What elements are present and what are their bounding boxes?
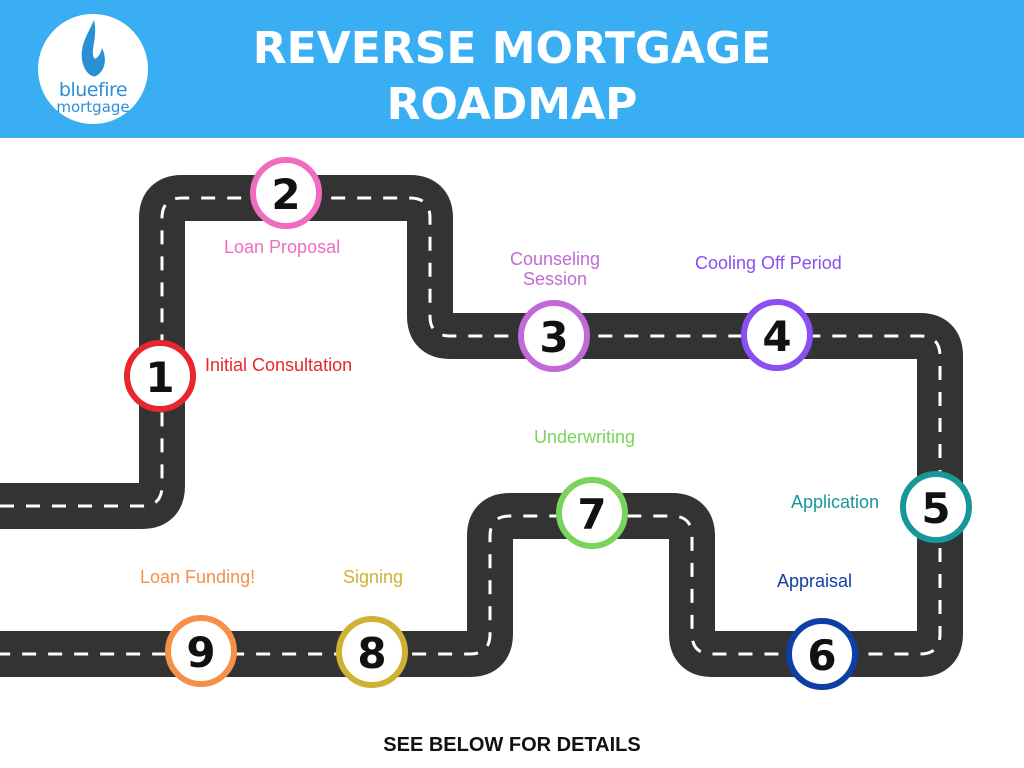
step-number-6: 6: [807, 631, 836, 680]
step-number-5: 5: [921, 484, 950, 533]
step-label-9: Loan Funding!: [140, 567, 256, 587]
page-title-line2: ROADMAP: [386, 79, 638, 130]
step-label-5: Application: [791, 492, 880, 512]
road-center-line: [0, 196, 942, 656]
step-number-4: 4: [762, 312, 791, 361]
logo-subtext: mortgage: [56, 98, 130, 116]
step-label-7: Underwriting: [534, 427, 636, 447]
company-logo[interactable]: bluefire mortgage: [38, 14, 148, 124]
step-label-4: Cooling Off Period: [695, 253, 842, 273]
logo-text-blue: blue: [58, 79, 99, 101]
step-label-6: Appraisal: [777, 571, 853, 591]
footer-cta[interactable]: SEE BELOW FOR DETAILS: [383, 734, 641, 756]
step-number-3: 3: [539, 313, 568, 362]
header-banner: bluefire mortgage REVERSE MORTGAGE ROADM…: [0, 0, 1024, 138]
step-number-1: 1: [145, 353, 174, 402]
logo-wordmark: bluefire: [38, 80, 148, 100]
step-number-2: 2: [271, 170, 300, 219]
logo-text-fire: fire: [98, 79, 128, 101]
step-label-1: Initial Consultation: [205, 355, 353, 375]
step-marker-4[interactable]: 4: [741, 299, 813, 371]
step-number-9: 9: [186, 628, 215, 677]
step-marker-1[interactable]: 1: [124, 340, 196, 412]
step-number-7: 7: [577, 490, 606, 539]
flame-icon: [81, 20, 105, 77]
step-number-8: 8: [357, 629, 386, 678]
step-marker-3[interactable]: 3: [518, 300, 590, 372]
step-label-3-line1: Counseling: [509, 249, 601, 269]
step-label-3-line2: Session: [522, 269, 588, 289]
step-marker-2[interactable]: 2: [250, 157, 322, 229]
page-title-line1: REVERSE MORTGAGE: [252, 23, 772, 74]
step-marker-5[interactable]: 5: [900, 471, 972, 543]
step-marker-8[interactable]: 8: [336, 616, 408, 688]
step-label-8: Signing: [343, 567, 404, 587]
step-marker-9[interactable]: 9: [165, 615, 237, 687]
step-label-2: Loan Proposal: [224, 237, 341, 257]
step-marker-6[interactable]: 6: [786, 618, 858, 690]
step-marker-7[interactable]: 7: [556, 477, 628, 549]
